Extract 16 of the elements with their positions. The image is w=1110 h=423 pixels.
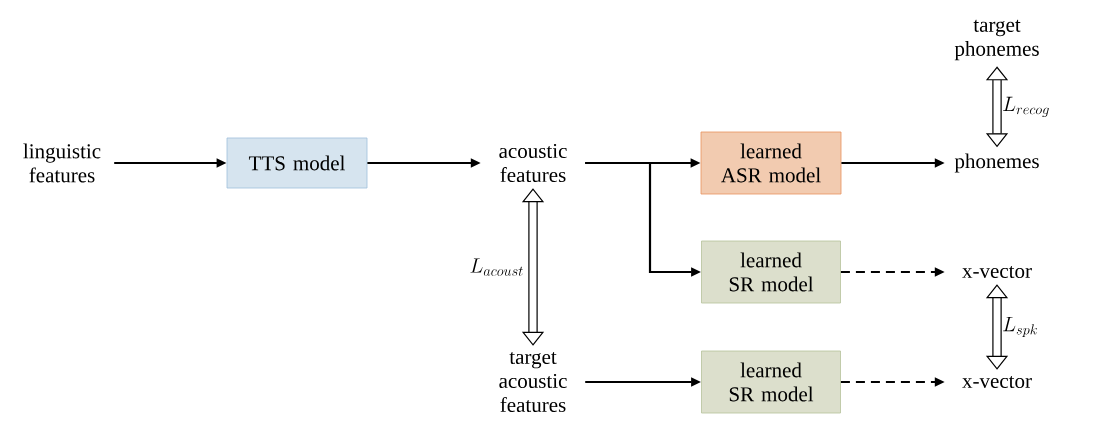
edge-label: $L_{recog}$: [1003, 96, 1049, 117]
text-label: phonemes: [954, 153, 1039, 173]
text-label: x-vector: [962, 376, 1032, 388]
model-box: learned SR model: [701, 350, 841, 414]
model-box: learned ASR model: [700, 131, 842, 195]
text-label: target phonemes: [954, 19, 1039, 61]
text-label: acoustic features: [499, 143, 567, 183]
edge-label: $L_{acoust}$: [470, 258, 523, 276]
hollow-double-arrow: [521, 188, 545, 346]
text-label: x-vector: [962, 266, 1032, 278]
hollow-double-arrow: [985, 284, 1009, 370]
text-label: target acoustic features: [499, 352, 567, 412]
edge-label: $L_{spk}$: [1003, 316, 1037, 338]
model-box: learned SR model: [701, 240, 841, 304]
model-box: TTS model: [226, 137, 368, 189]
text-label: linguistic features: [23, 143, 101, 183]
